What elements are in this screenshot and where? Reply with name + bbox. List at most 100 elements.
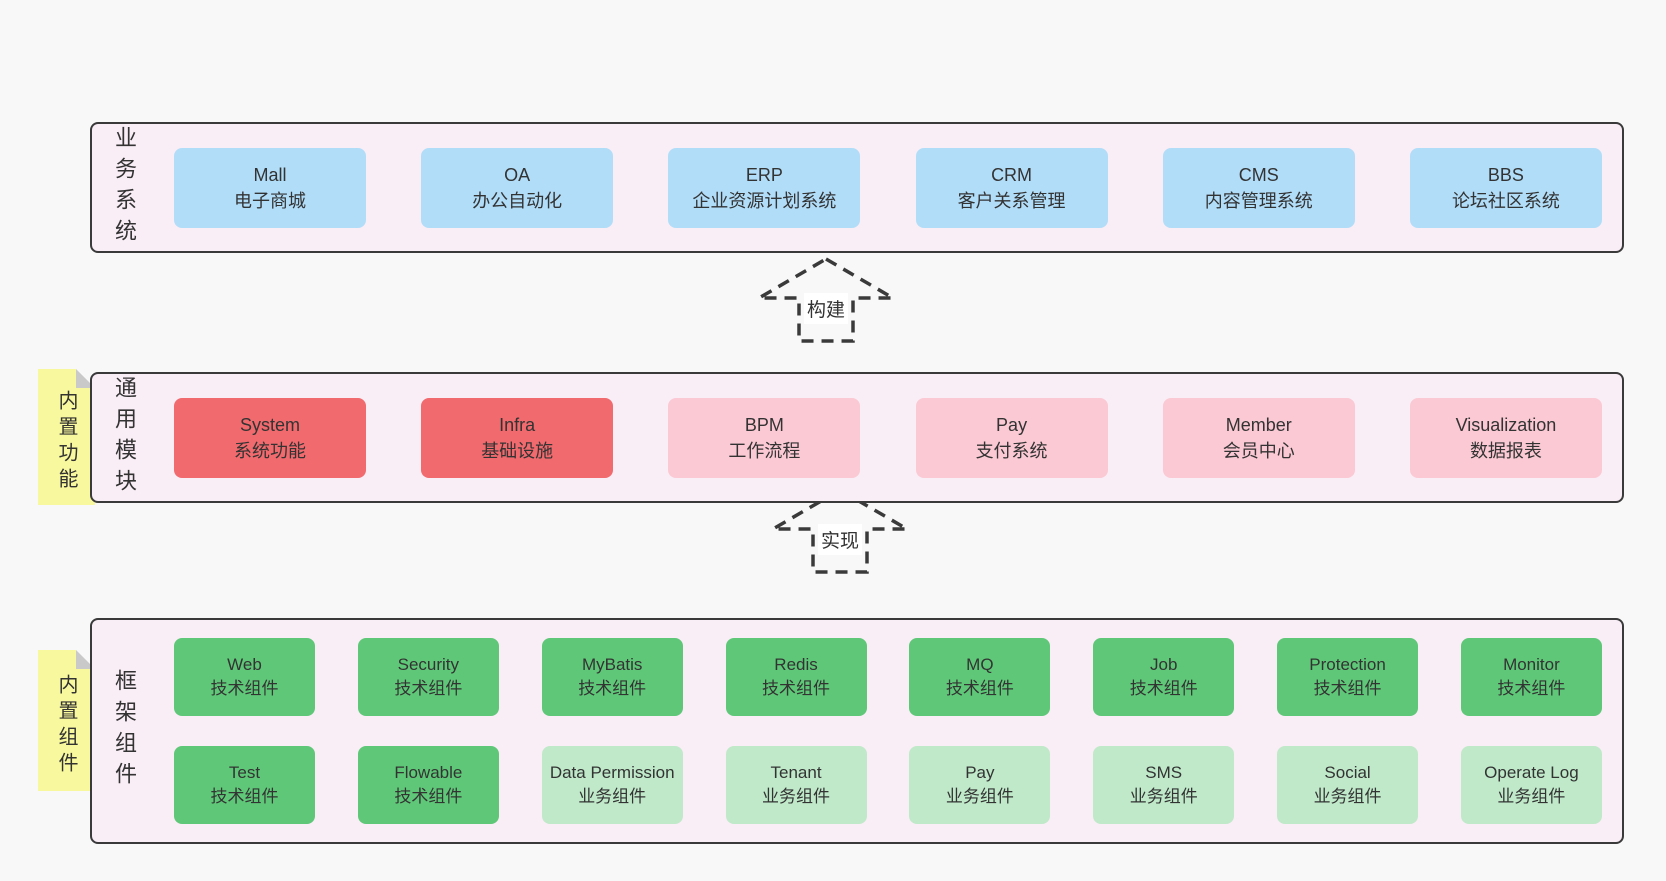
box-oa: OA 办公自动化: [421, 147, 614, 228]
box-desc: 技术组件: [762, 679, 831, 698]
biz-components-row: Test 技术组件 Flowable 技术组件 Data Permission …: [174, 746, 1602, 824]
box-infra: Infra 基础设施: [421, 397, 614, 478]
box-name: Redis: [774, 655, 818, 674]
tech-components-row: Web 技术组件 Security 技术组件 MyBatis 技术组件 Redi…: [174, 638, 1602, 716]
box-desc: 支付系统: [975, 440, 1048, 461]
box-name: Tenant: [770, 763, 822, 782]
box-name: Security: [397, 655, 460, 674]
up-arrow-icon: [756, 256, 896, 343]
box-visualization: Visualization 数据报表: [1409, 397, 1602, 478]
box-web: Web 技术组件: [174, 638, 315, 716]
box-operate-log: Operate Log 业务组件: [1460, 746, 1602, 824]
box-name: System: [239, 414, 300, 435]
sticky-note-builtin-features: 内置功能: [38, 369, 95, 505]
box-name: CRM: [991, 164, 1033, 185]
sticky-note-text: 内置功能: [55, 390, 77, 494]
box-desc: 办公自动化: [472, 190, 563, 211]
box-name: Social: [1324, 763, 1371, 782]
box-desc: 业务组件: [945, 787, 1014, 806]
box-tenant: Tenant 业务组件: [725, 746, 867, 824]
box-desc: 技术组件: [210, 787, 279, 806]
arrow-build: 构建: [756, 256, 896, 344]
box-desc: 技术组件: [1129, 679, 1198, 698]
box-name: Visualization: [1455, 414, 1557, 435]
band-common-modules: 通用模块 System 系统功能 Infra 基础设施 BPM 工作流程 Pay…: [90, 372, 1624, 503]
box-desc: 会员中心: [1222, 440, 1295, 461]
box-desc: 工作流程: [728, 440, 801, 461]
box-name: Infra: [499, 414, 536, 435]
box-redis: Redis 技术组件: [725, 638, 867, 716]
box-job: Job 技术组件: [1093, 638, 1235, 716]
band-label-common-modules: 通用模块: [112, 375, 137, 500]
box-crm: CRM 客户关系管理: [915, 147, 1108, 228]
box-sms: SMS 业务组件: [1093, 746, 1235, 824]
box-desc: 技术组件: [578, 679, 647, 698]
up-arrow-icon: [770, 487, 910, 574]
box-desc: 企业资源计划系统: [692, 190, 837, 211]
box-security: Security 技术组件: [357, 638, 499, 716]
box-data-permission: Data Permission 业务组件: [541, 746, 683, 824]
box-name: BBS: [1487, 164, 1524, 185]
common-modules-boxes: System 系统功能 Infra 基础设施 BPM 工作流程 Pay 支付系统…: [140, 397, 1622, 478]
box-desc: 技术组件: [210, 679, 279, 698]
box-desc: 业务组件: [578, 787, 647, 806]
box-name: Pay: [996, 414, 1028, 435]
box-desc: 技术组件: [1497, 679, 1566, 698]
box-name: CMS: [1238, 164, 1279, 185]
box-pay-biz: Pay 业务组件: [909, 746, 1051, 824]
box-desc: 数据报表: [1469, 440, 1542, 461]
box-desc: 业务组件: [762, 787, 831, 806]
sticky-note-text: 内置组件: [55, 673, 77, 778]
band-label-framework-components: 框架组件: [112, 669, 137, 793]
box-erp: ERP 企业资源计划系统: [668, 147, 861, 228]
box-cms: CMS 内容管理系统: [1162, 147, 1355, 228]
sticky-note-builtin-components: 内置组件: [38, 650, 95, 791]
box-desc: 业务组件: [1497, 787, 1566, 806]
box-desc: 业务组件: [1313, 787, 1382, 806]
box-name: Data Permission: [549, 763, 675, 782]
box-name: Job: [1150, 655, 1178, 674]
box-test: Test 技术组件: [174, 746, 315, 824]
band-business-systems: 业务系统 Mall 电子商城 OA 办公自动化 ERP 企业资源计划系统 CRM…: [90, 122, 1624, 253]
box-desc: 电子商城: [234, 190, 306, 211]
arrow-label: 实现: [817, 524, 863, 555]
box-name: MyBatis: [581, 655, 643, 674]
box-mybatis: MyBatis 技术组件: [541, 638, 683, 716]
box-bbs: BBS 论坛社区系统: [1409, 147, 1602, 228]
box-name: Mall: [253, 164, 287, 185]
box-desc: 基础设施: [481, 440, 554, 461]
box-mall: Mall 电子商城: [174, 147, 366, 228]
box-name: MQ: [966, 655, 994, 674]
framework-components-rows: Web 技术组件 Security 技术组件 MyBatis 技术组件 Redi…: [140, 638, 1622, 824]
box-desc: 技术组件: [394, 787, 463, 806]
box-name: Flowable: [394, 763, 463, 782]
box-bpm: BPM 工作流程: [668, 397, 861, 478]
box-desc: 客户关系管理: [957, 190, 1066, 211]
band-framework-components: 框架组件 Web 技术组件 Security 技术组件 MyBatis 技术组件…: [90, 618, 1624, 844]
box-name: Web: [227, 655, 262, 674]
box-desc: 技术组件: [1313, 679, 1382, 698]
box-desc: 业务组件: [1129, 787, 1198, 806]
box-desc: 论坛社区系统: [1451, 190, 1560, 211]
box-name: Monitor: [1503, 655, 1560, 674]
business-systems-boxes: Mall 电子商城 OA 办公自动化 ERP 企业资源计划系统 CRM 客户关系…: [140, 147, 1622, 228]
box-pay-system: Pay 支付系统: [915, 397, 1108, 478]
box-name: Operate Log: [1484, 763, 1579, 782]
box-name: Protection: [1309, 655, 1386, 674]
box-desc: 系统功能: [234, 440, 306, 461]
band-label-business-systems: 业务系统: [112, 125, 137, 250]
box-name: Test: [228, 763, 261, 782]
box-desc: 技术组件: [394, 679, 463, 698]
box-social: Social 业务组件: [1277, 746, 1419, 824]
box-protection: Protection 技术组件: [1277, 638, 1419, 716]
box-flowable: Flowable 技术组件: [357, 746, 499, 824]
box-name: OA: [504, 164, 531, 185]
box-monitor: Monitor 技术组件: [1460, 638, 1602, 716]
box-name: BPM: [744, 414, 784, 435]
box-name: Member: [1225, 414, 1292, 435]
box-name: Pay: [965, 763, 995, 782]
arrow-implement: 实现: [770, 487, 910, 575]
box-mq: MQ 技术组件: [909, 638, 1051, 716]
box-system: System 系统功能: [174, 397, 366, 478]
